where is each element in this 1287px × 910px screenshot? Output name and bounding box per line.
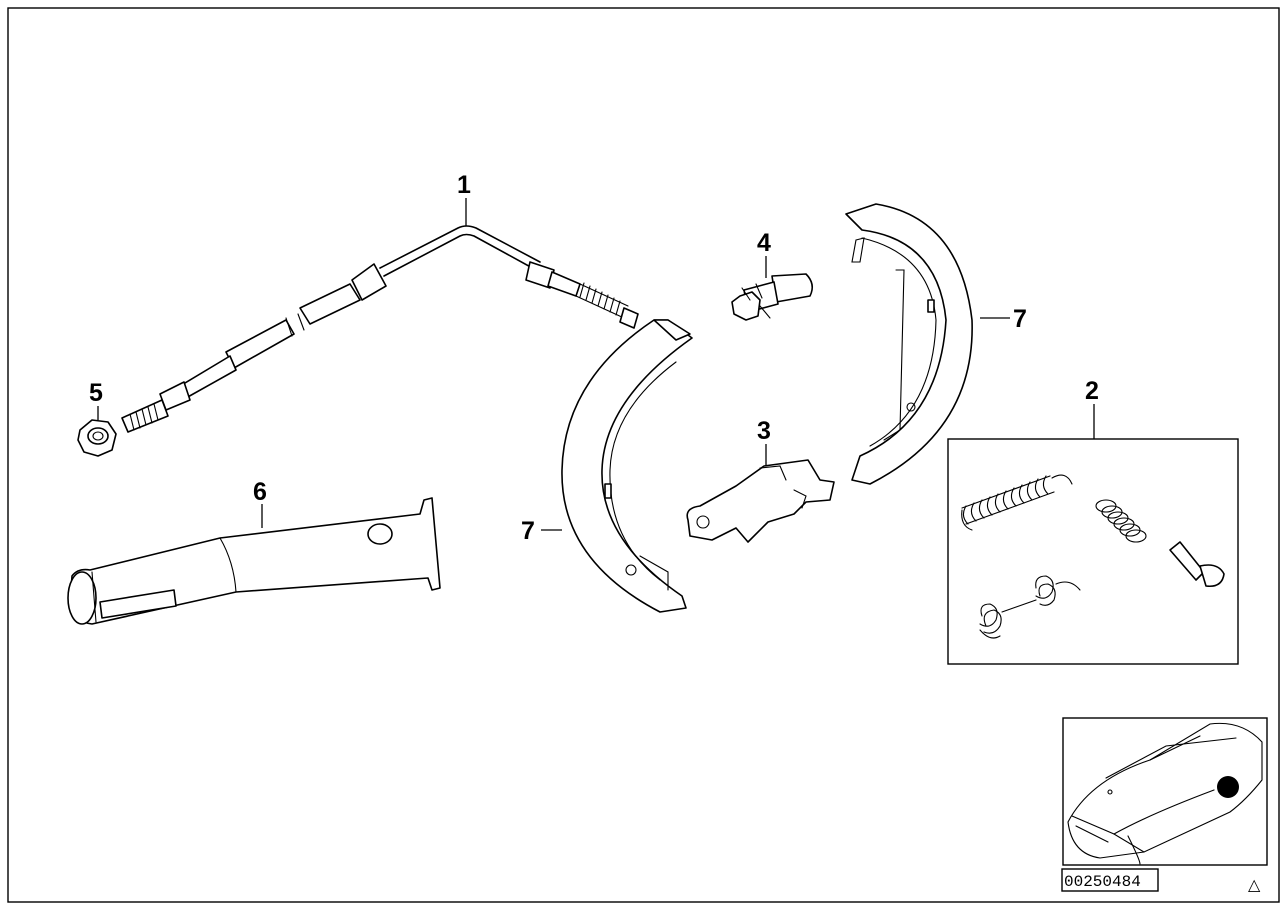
location-marker [1217,776,1239,798]
callout-6: 6 [253,478,267,506]
callout-4: 4 [757,229,771,257]
callout-7-left: 7 [521,517,535,545]
leader-lines [97,198,1095,531]
callout-2: 2 [1085,377,1099,405]
part-lever [686,459,835,543]
part-handle-grip [67,497,441,625]
callout-7-right: 7 [1013,305,1027,333]
callout-3: 3 [757,417,771,445]
callout-5: 5 [89,379,103,407]
car-locator-icon [1067,722,1263,865]
part-hex-nut [77,419,117,457]
diagram-border [7,7,1280,903]
part-brake-shoe-left [561,319,693,613]
part-brake-cable [121,225,639,433]
part-brake-shoe-right [845,203,973,485]
diagram-code: 00250484 [1064,873,1141,891]
callout-1: 1 [457,171,471,199]
part-adjuster [731,273,814,321]
diagram-code-box [1061,868,1159,892]
car-locator-inset [1062,717,1268,866]
warning-triangle-icon: △ [1248,875,1261,894]
part-spring-kit [947,438,1239,665]
